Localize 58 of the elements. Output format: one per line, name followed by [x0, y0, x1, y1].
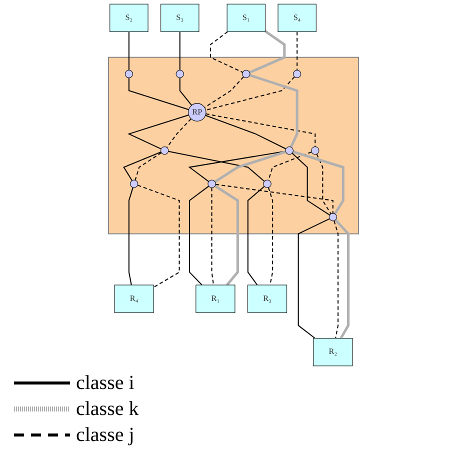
connector	[210, 31, 243, 73]
connector	[179, 78, 192, 106]
connector	[128, 187, 134, 286]
connector	[214, 150, 286, 183]
node-box: R₃	[248, 284, 288, 313]
connector	[138, 184, 180, 288]
node-box: S₁	[226, 4, 266, 32]
connector	[128, 32, 130, 70]
connector	[292, 150, 344, 215]
connector	[334, 219, 350, 339]
node-circle	[263, 180, 272, 188]
connector	[206, 76, 295, 111]
node-box: R₄	[114, 284, 154, 313]
legend-label: classe i	[76, 372, 134, 394]
connector	[128, 78, 189, 110]
connector	[316, 154, 332, 214]
node-circle: RP	[188, 103, 206, 122]
connector	[247, 186, 265, 286]
connector	[188, 150, 286, 182]
node-circle	[176, 70, 184, 78]
connector	[334, 220, 339, 338]
node-circle	[293, 70, 302, 78]
connector	[292, 152, 330, 216]
node-circle	[242, 70, 250, 78]
node-circle	[208, 180, 216, 188]
node-box: S₂	[110, 4, 148, 32]
connector	[204, 76, 244, 108]
node-circle	[124, 70, 134, 78]
connector	[216, 184, 334, 214]
connector	[249, 30, 286, 74]
connector	[205, 114, 286, 150]
connector	[211, 188, 214, 286]
node-box: R₁	[196, 284, 236, 313]
node-circle	[130, 180, 138, 188]
connector	[268, 152, 312, 180]
node-circle	[160, 146, 169, 155]
connector	[189, 186, 209, 286]
connector	[214, 184, 239, 286]
connector	[168, 150, 265, 182]
node-box: S₄	[278, 4, 316, 32]
node-circle	[328, 213, 338, 222]
legend-label: classe j	[76, 424, 134, 446]
node-circle	[311, 146, 320, 155]
node-box: R₂	[313, 338, 353, 366]
connector	[268, 187, 274, 286]
connector	[134, 152, 162, 180]
connector	[123, 152, 162, 181]
connector	[206, 113, 316, 147]
node-box: S₃	[160, 4, 200, 32]
connector	[128, 114, 189, 150]
connector	[298, 218, 330, 339]
connector	[296, 32, 298, 70]
node-circle	[285, 146, 294, 155]
connector	[166, 118, 192, 148]
connector	[179, 32, 180, 70]
legend-label: classe k	[76, 398, 139, 420]
cluster	[108, 56, 360, 234]
connector	[249, 74, 298, 148]
